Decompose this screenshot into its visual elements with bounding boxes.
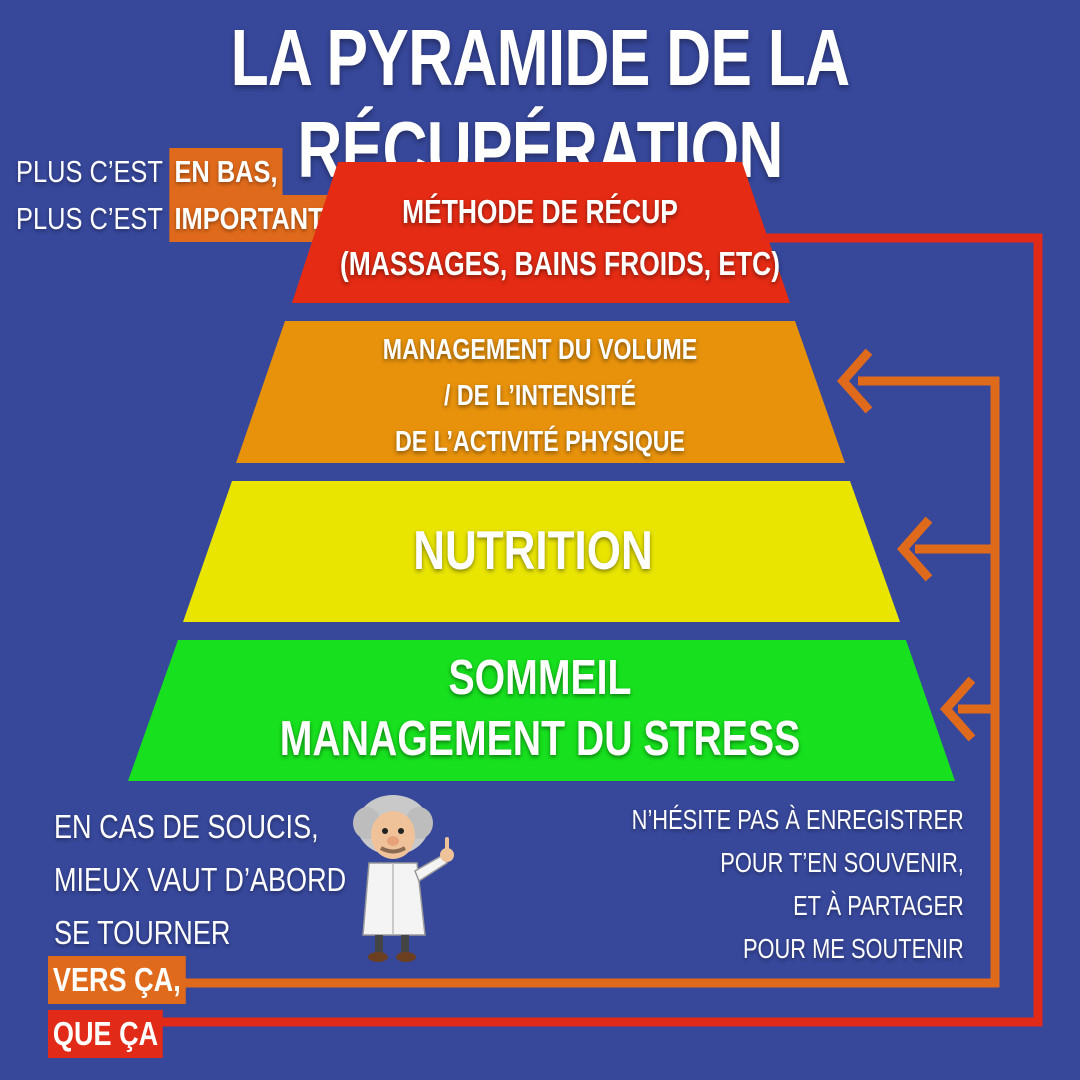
page-title: LA PYRAMIDE DE LA RÉCUPÉRATION bbox=[230, 13, 851, 194]
tier-volume-line-2: / DE L’INTENSITÉ bbox=[443, 380, 637, 412]
share-line-1: N’HÉSITE PAS À ENREGISTRER bbox=[631, 804, 964, 835]
tier-sommeil-line-1: SOMMEIL bbox=[448, 651, 632, 705]
importance-note-prefix-1: PLUS C’EST bbox=[16, 154, 163, 189]
tier-nutrition-label: NUTRITION bbox=[233, 512, 833, 588]
share-note: N’HÉSITE PAS À ENREGISTRER POUR T’EN SOU… bbox=[538, 798, 964, 970]
tier-sommeil-label: SOMMEIL MANAGEMENT DU STRESS bbox=[180, 648, 900, 770]
tier-volume-label: MANAGEMENT DU VOLUME / DE L’INTENSITÉ DE… bbox=[240, 327, 840, 465]
advice-highlight-first-wrap: VERS ÇA, bbox=[48, 956, 216, 1004]
share-line-4: POUR ME SOUTENIR bbox=[743, 933, 964, 964]
tier-nutrition-line-1: NUTRITION bbox=[413, 519, 653, 581]
advice-highlight-first: VERS ÇA, bbox=[48, 956, 186, 1004]
tier-sommeil-shape bbox=[128, 640, 955, 781]
advice-line-1: EN CAS DE SOUCIS, bbox=[54, 808, 319, 845]
tier-recup-line-2: (MASSAGES, BAINS FROIDS, ETC) bbox=[340, 245, 781, 282]
advice-line-2: MIEUX VAUT D’ABORD bbox=[54, 861, 347, 898]
share-line-3: ET À PARTAGER bbox=[793, 890, 964, 921]
tier-volume-line-3: DE L’ACTIVITÉ PHYSIQUE bbox=[394, 426, 686, 458]
arrowhead-volume-icon bbox=[836, 348, 873, 414]
arrowhead-sommeil-icon bbox=[939, 676, 976, 742]
tier-volume-line-1: MANAGEMENT DU VOLUME bbox=[382, 334, 698, 366]
advice-line-3: SE TOURNER bbox=[54, 914, 231, 951]
advice-highlight-second-wrap: QUE ÇA bbox=[48, 1010, 188, 1058]
tier-nutrition-shape bbox=[183, 481, 900, 622]
importance-highlight-bottom: EN BAS, bbox=[169, 148, 283, 195]
importance-highlight-important: IMPORTANT bbox=[169, 195, 329, 242]
importance-note: PLUS C’EST EN BAS, PLUS C’EST IMPORTANT bbox=[16, 148, 397, 242]
tier-volume-shape bbox=[236, 321, 845, 463]
arrowhead-nutrition-icon bbox=[896, 516, 933, 582]
share-line-2: POUR T’EN SOUVENIR, bbox=[720, 847, 964, 878]
tier-recup-shape bbox=[292, 162, 790, 303]
importance-note-prefix-2: PLUS C’EST bbox=[16, 201, 163, 236]
orange-arrowheads bbox=[836, 348, 976, 742]
professor-mascot-illustration bbox=[353, 795, 454, 962]
orange-connector-arrow bbox=[174, 376, 1000, 988]
red-connector-arrow bbox=[156, 233, 1043, 1027]
advice-highlight-second: QUE ÇA bbox=[48, 1010, 164, 1058]
advice-note: EN CAS DE SOUCIS, MIEUX VAUT D’ABORD SE … bbox=[54, 800, 410, 959]
tier-sommeil-line-2: MANAGEMENT DU STRESS bbox=[279, 712, 801, 766]
tier-recup-line-1: MÉTHODE DE RÉCUP bbox=[402, 193, 678, 230]
tier-recup-label: MÉTHODE DE RÉCUP (MASSAGES, BAINS FROIDS… bbox=[290, 186, 790, 290]
